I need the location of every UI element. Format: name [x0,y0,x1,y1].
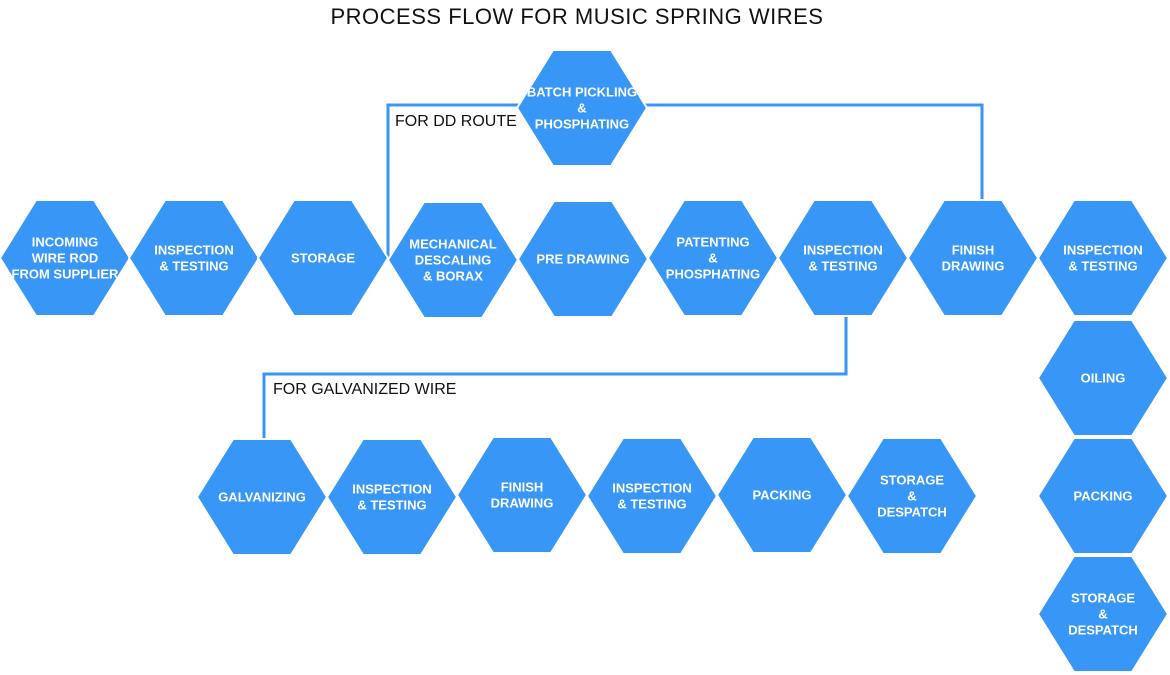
node-inspection-3: INSPECTION& TESTING [1036,199,1170,317]
node-label: INSPECTION [154,243,233,258]
node-label: PACKING [753,488,812,503]
galvanized-route-label: FOR GALVANIZED WIRE [273,381,456,398]
node-shape [845,437,979,555]
node-label: PHOSPHATING [666,267,760,282]
node-label: DESPATCH [1068,623,1138,638]
node-packing-1: PACKING [1036,437,1170,555]
node-inspection-4: INSPECTION& TESTING [325,438,459,556]
node-label: FROM SUPPLIER [12,267,120,282]
node-storage-1: STORAGE [256,199,390,317]
node-label: PHOSPHATING [535,117,629,132]
node-shape [325,438,459,556]
node-label: & TESTING [1068,259,1137,274]
diagram-title: PROCESS FLOW FOR MUSIC SPRING WIRES [331,4,824,29]
node-galvanizing: GALVANIZING [195,438,329,556]
dd-route-label: FOR DD ROUTE [395,113,517,130]
node-shape [1036,555,1170,673]
galvanized-route-connector [262,312,848,440]
node-label: & TESTING [808,259,877,274]
node-label: & [907,489,916,504]
node-label: INCOMING [32,235,98,250]
node-batch-pickling: BATCH PICKLING&PHOSPHATING [515,49,649,167]
node-shape [515,49,649,167]
node-label: & TESTING [357,498,426,513]
node-inspection-1: INSPECTION& TESTING [127,199,261,317]
node-inspection-2: INSPECTION& TESTING [776,199,910,317]
node-label: FINISH [501,480,544,495]
node-label: OILING [1081,371,1126,386]
node-storage-despatch-1: STORAGE&DESPATCH [1036,555,1170,673]
node-label: & [577,101,586,116]
node-inspection-5: INSPECTION& TESTING [585,437,719,555]
node-label: MECHANICAL [409,237,496,252]
node-oiling: OILING [1036,319,1170,437]
node-label: INSPECTION [612,481,691,496]
node-label: DESPATCH [877,505,947,520]
node-label: & TESTING [617,497,686,512]
node-label: GALVANIZING [218,490,306,505]
node-label: STORAGE [1071,591,1135,606]
node-label: DESCALING [415,253,492,268]
node-shape [1036,319,1170,437]
node-label: WIRE ROD [32,251,98,266]
node-label: STORAGE [291,251,355,266]
node-pre-drawing: PRE DRAWING [516,200,650,318]
node-shape [1036,199,1170,317]
node-label: INSPECTION [803,243,882,258]
node-label: & BORAX [423,269,483,284]
node-shape [256,199,390,317]
node-label: INSPECTION [1063,243,1142,258]
node-label: PRE DRAWING [536,252,629,267]
node-label: INSPECTION [352,482,431,497]
node-storage-despatch-2: STORAGE&DESPATCH [845,437,979,555]
node-label: & [708,251,717,266]
node-label: DRAWING [491,496,554,511]
node-label: PATENTING [676,235,749,250]
dd-route-connector [386,103,984,258]
node-label: & TESTING [159,259,228,274]
connectors [262,103,984,440]
node-label: PACKING [1074,489,1133,504]
node-label: & [1098,607,1107,622]
node-label: BATCH PICKLING [527,85,637,100]
node-shape [1036,437,1170,555]
node-label: DRAWING [942,259,1005,274]
node-label: STORAGE [880,473,944,488]
node-label: FINISH [952,243,995,258]
node-patenting: PATENTING&PHOSPHATING [646,199,780,317]
node-packing-2: PACKING [715,436,849,554]
